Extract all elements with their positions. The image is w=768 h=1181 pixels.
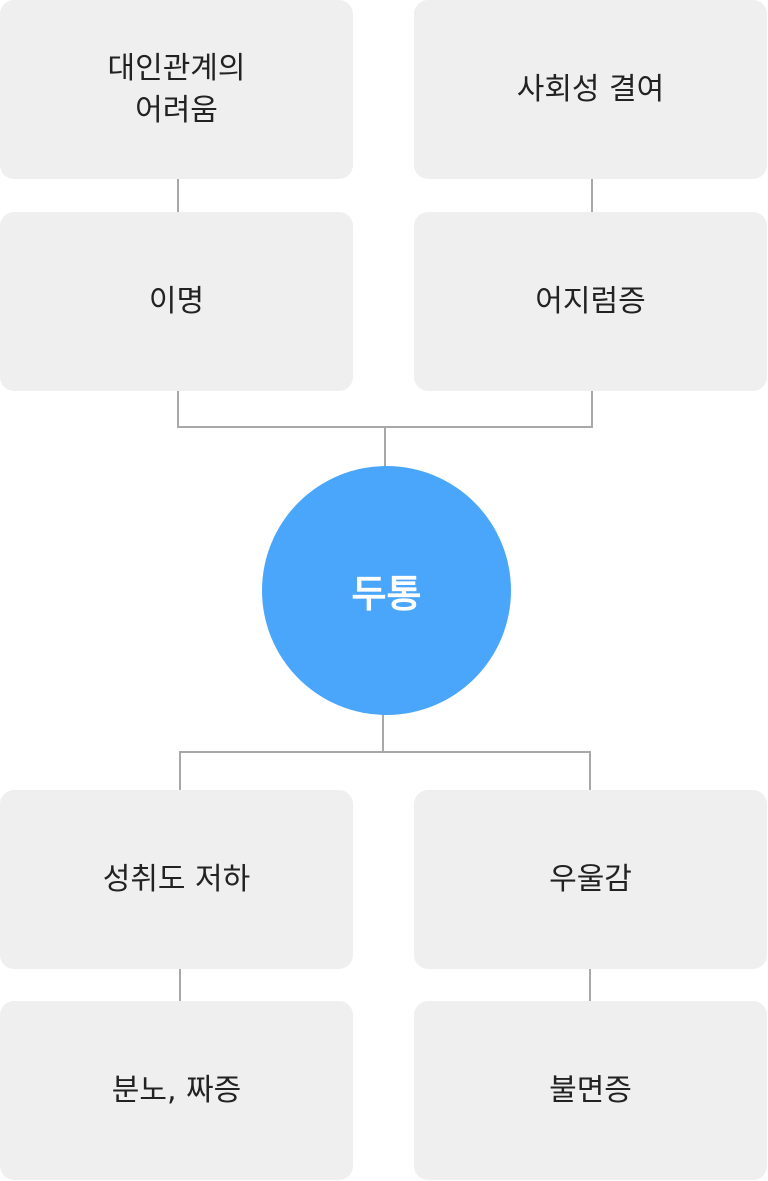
node-anger-irritation: 분노, 짜증 (0, 1001, 353, 1180)
node-label: 사회성 결여 (516, 71, 665, 107)
node-tinnitus: 이명 (0, 212, 353, 391)
connector-to-center-top (384, 426, 386, 468)
node-lack-of-sociability: 사회성 결여 (414, 0, 767, 179)
connector-from-center-bottom (382, 713, 384, 753)
node-decreased-achievement: 성취도 저하 (0, 790, 353, 969)
connector-lower-right-vertical (589, 969, 591, 1001)
connector-top-right-vertical (591, 179, 593, 212)
connector-lower-left-vertical (179, 969, 181, 1001)
center-label: 두통 (351, 572, 422, 616)
connector-bottom-left-drop (179, 751, 181, 790)
node-label-line: 대인관계의 (107, 50, 246, 86)
node-depression: 우울감 (414, 790, 767, 969)
center-node-headache: 두통 (262, 466, 511, 715)
connector-mid-right-drop (591, 391, 593, 428)
connector-top-left-vertical (177, 179, 179, 212)
node-label: 어지럼증 (535, 283, 646, 319)
node-dizziness: 어지럼증 (414, 212, 767, 391)
node-label: 분노, 짜증 (111, 1072, 242, 1108)
connector-mid-left-drop (177, 391, 179, 428)
node-label: 이명 (148, 283, 205, 319)
node-label: 불면증 (549, 1072, 632, 1108)
node-label-line: 어려움 (135, 92, 218, 128)
node-insomnia: 불면증 (414, 1001, 767, 1180)
node-label: 성취도 저하 (102, 861, 251, 897)
node-label: 우울감 (549, 861, 632, 897)
connector-bottom-right-drop (589, 751, 591, 790)
node-interpersonal-difficulty: 대인관계의 어려움 (0, 0, 353, 179)
connector-bottom-bracket (179, 751, 591, 753)
